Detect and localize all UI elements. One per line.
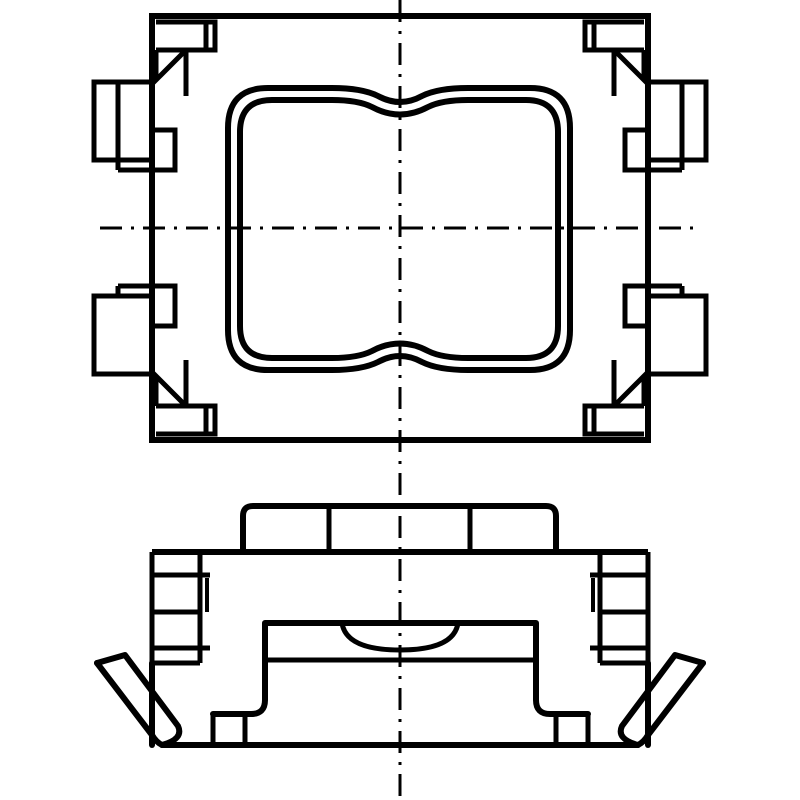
corner-tab-top-left bbox=[153, 19, 218, 96]
contact-plate-assembly bbox=[262, 620, 539, 675]
corner-tab-top-right bbox=[582, 19, 647, 96]
terminal-lead-right-upper bbox=[622, 79, 709, 173]
actuator-outline-outer bbox=[225, 85, 573, 373]
inner-wall-right bbox=[533, 669, 591, 717]
gull-wing-lead-left bbox=[94, 652, 183, 748]
corner-tab-bottom-right bbox=[582, 360, 647, 437]
front-view bbox=[94, 503, 706, 748]
top-view-label: Top View bbox=[4, 11, 8, 13]
corner-tab-bottom-left bbox=[153, 360, 218, 437]
terminal-lead-left-lower bbox=[91, 283, 178, 377]
terminal-lead-left-upper bbox=[91, 79, 178, 173]
gull-wing-lead-right bbox=[617, 652, 706, 748]
inner-wall-left bbox=[210, 669, 268, 717]
actuator-outline-inner bbox=[237, 97, 561, 361]
button-cap-outline bbox=[240, 503, 559, 555]
terminal-lead-right-lower bbox=[622, 283, 709, 377]
right-flange-block bbox=[590, 552, 651, 663]
left-flange-block bbox=[149, 552, 210, 663]
contact-plate-outline bbox=[262, 620, 539, 675]
body-section-walls bbox=[210, 669, 591, 745]
button-cap bbox=[240, 503, 559, 555]
top-view bbox=[91, 13, 709, 443]
center-lines bbox=[100, 0, 700, 800]
contact-dome bbox=[339, 622, 461, 653]
body-outline bbox=[149, 13, 651, 443]
